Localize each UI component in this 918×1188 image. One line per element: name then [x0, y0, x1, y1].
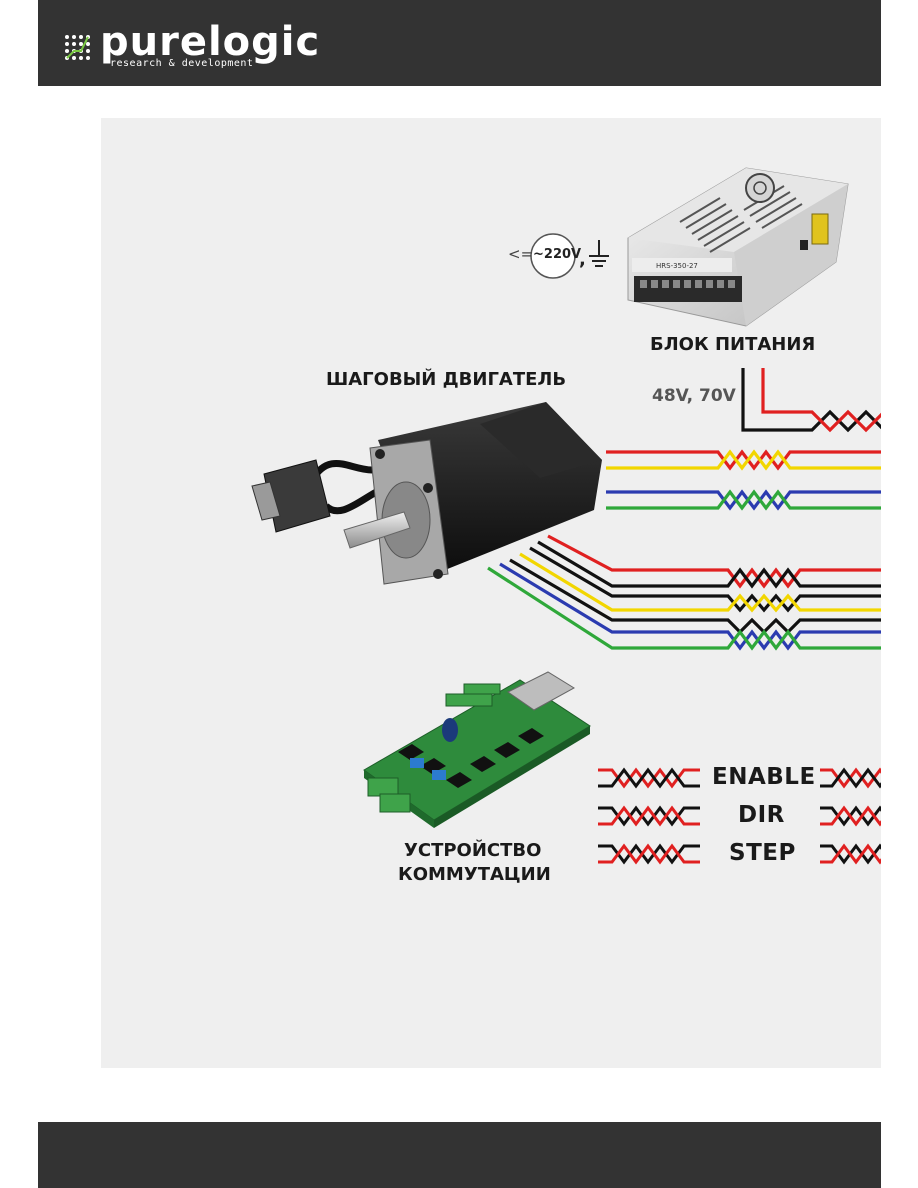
logo-icon: [65, 35, 90, 60]
signal-step-label: STEP: [729, 840, 796, 866]
psu-output-wires: [741, 368, 881, 433]
switch-device-label-line1: УСТРОЙСТВО: [404, 840, 542, 861]
signal-dir-label: DIR: [738, 802, 785, 828]
power-supply-label: БЛОК ПИТАНИЯ: [650, 334, 816, 355]
mains-circle: [530, 233, 576, 279]
switch-device-label-line2: КОММУТАЦИИ: [398, 864, 551, 885]
power-supply-image: HRS-350-27: [627, 167, 849, 327]
top-header-bar: [38, 0, 881, 86]
stepper-motor-label: ШАГОВЫЙ ДВИГАТЕЛЬ: [326, 369, 567, 390]
mains-comma: ,: [579, 249, 586, 270]
voltage-label: 48V, 70V: [652, 386, 736, 406]
encoder-wires: [487, 534, 881, 651]
psu-model-text: HRS-350-27: [656, 262, 698, 270]
signal-enable-label: ENABLE: [712, 764, 816, 790]
stepper-motor-image: [251, 402, 602, 585]
mains-arrow: <=: [508, 245, 534, 263]
signal-wires: [598, 767, 881, 865]
bottom-footer-bar: [38, 1122, 881, 1188]
brand-tagline: research & development: [110, 58, 254, 69]
ground-icon: [589, 240, 609, 267]
motor-phase-wires-a: [606, 449, 881, 511]
switch-device-image: [363, 671, 591, 828]
brand-name: purelogic: [100, 19, 321, 65]
mains-voltage-label: ~220V: [533, 247, 582, 262]
